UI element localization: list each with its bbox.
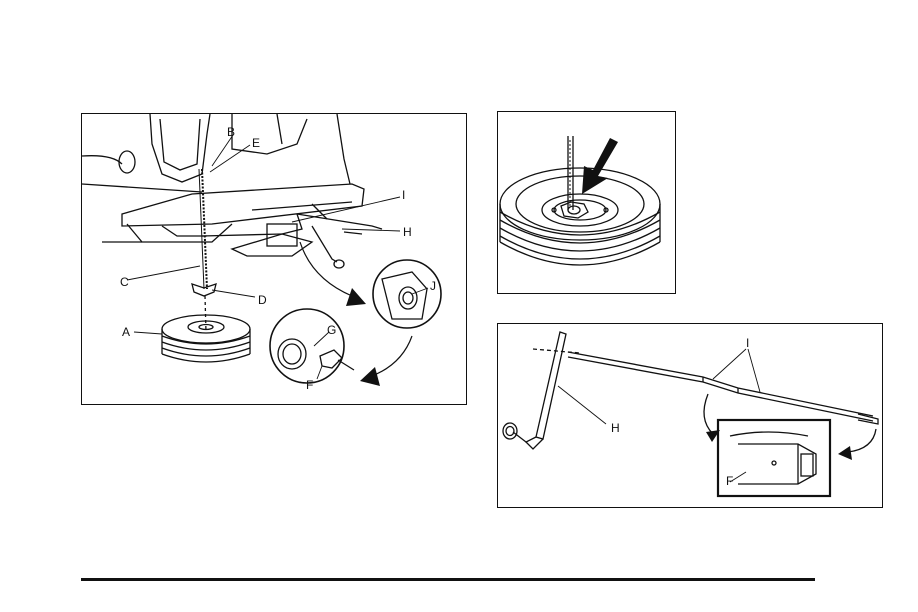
arrow-head-icon [346, 288, 366, 306]
callout-i: I [746, 336, 749, 350]
jack-tools-drawing: I H F [498, 324, 883, 508]
arrow-down-left-icon [582, 138, 618, 194]
wheel-retainer-illustration [497, 111, 676, 294]
callout-i: I [402, 188, 405, 202]
callout-f: F [306, 378, 313, 392]
callout-a: A [122, 325, 130, 339]
arrow-head-icon [838, 446, 852, 460]
spare-tire-lowering-drawing: B E I H C D J G A F [82, 114, 467, 405]
callout-d: D [258, 293, 267, 307]
callout-h: H [611, 421, 620, 435]
arrow-head-icon [360, 367, 380, 386]
callout-f: F [726, 474, 733, 488]
callout-e: E [252, 136, 260, 150]
jack-tools-illustration: I H F [497, 323, 883, 508]
callout-j: J [430, 279, 436, 293]
callout-h: H [403, 225, 412, 239]
callout-g: G [327, 323, 336, 337]
callout-c: C [120, 275, 129, 289]
callout-b: B [227, 125, 235, 139]
spare-tire-lowering-illustration: B E I H C D J G A F [81, 113, 467, 405]
wheel-retainer-drawing [498, 112, 676, 294]
page-footer-rule [81, 578, 815, 581]
